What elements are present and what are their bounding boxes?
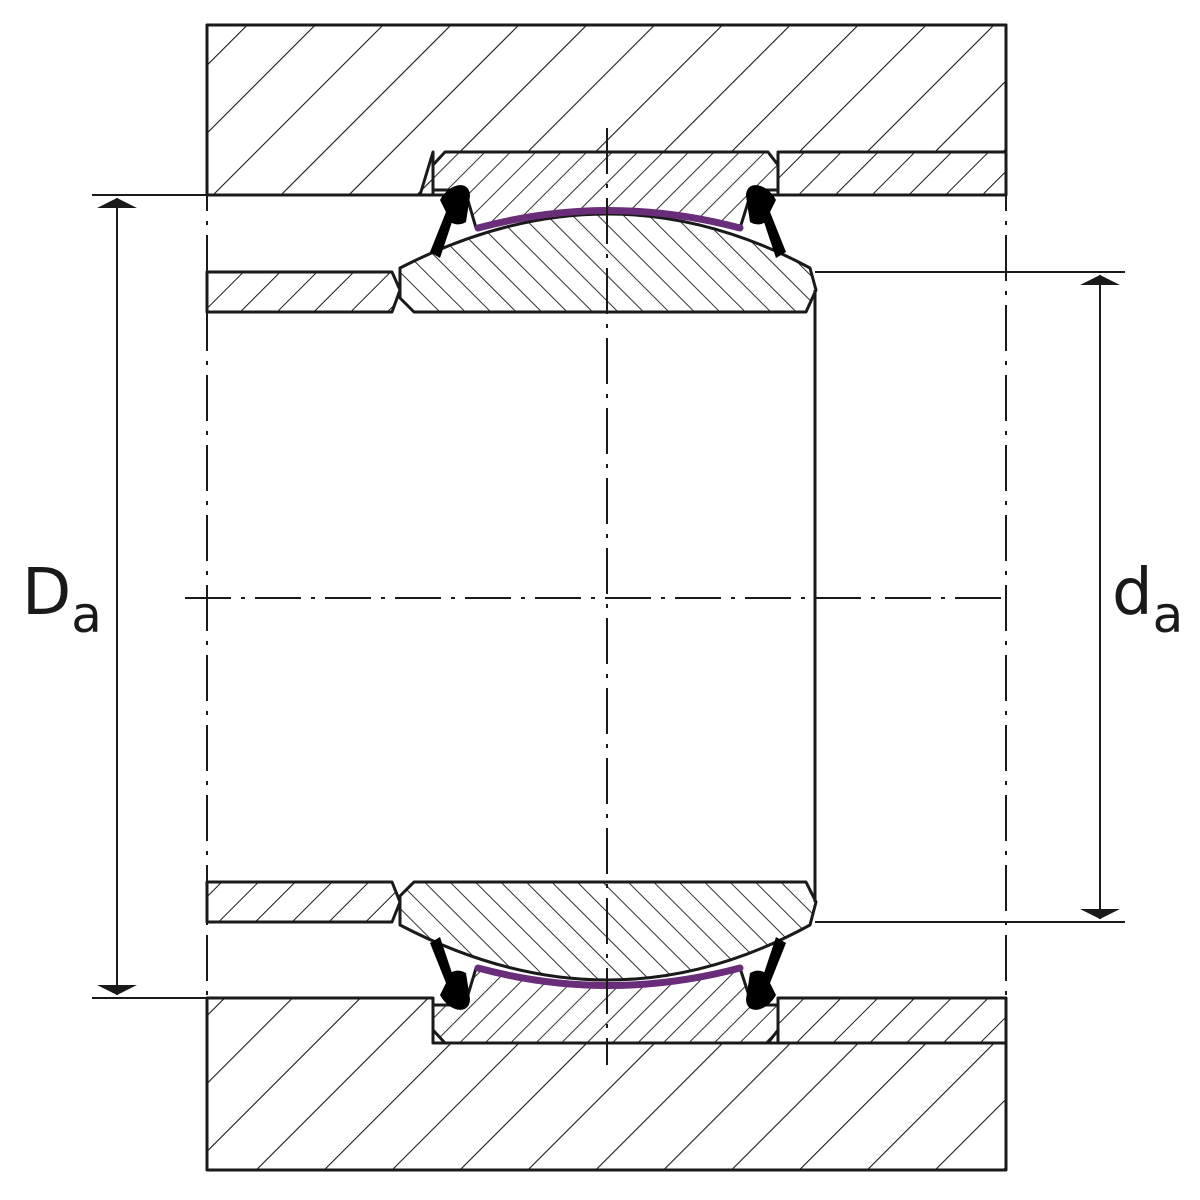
housing-lower: [205, 996, 1008, 1172]
seal-lower-right: [746, 937, 786, 1010]
shaft-spacer-lower: [205, 880, 402, 924]
lip-seals: [430, 185, 786, 1010]
inner-ring-upper: [398, 212, 818, 314]
dimension-housing-bore: Da: [22, 194, 207, 999]
dimension-label-main: da: [1112, 556, 1183, 644]
center-lines: [185, 25, 1010, 1170]
shaft-outline: [813, 271, 1006, 923]
dimension-label-main: Da: [22, 556, 102, 644]
dimension-shaft-diameter: da: [1006, 271, 1183, 923]
sliding-layer-upper: [474, 207, 744, 232]
seal-upper-left: [430, 185, 470, 258]
sliding-layer-lower: [474, 964, 744, 989]
seal-lower-left: [430, 937, 470, 1010]
shaft-spacer-upper: [205, 270, 402, 314]
housing-upper: [205, 23, 1008, 197]
seal-upper-right: [746, 185, 786, 258]
